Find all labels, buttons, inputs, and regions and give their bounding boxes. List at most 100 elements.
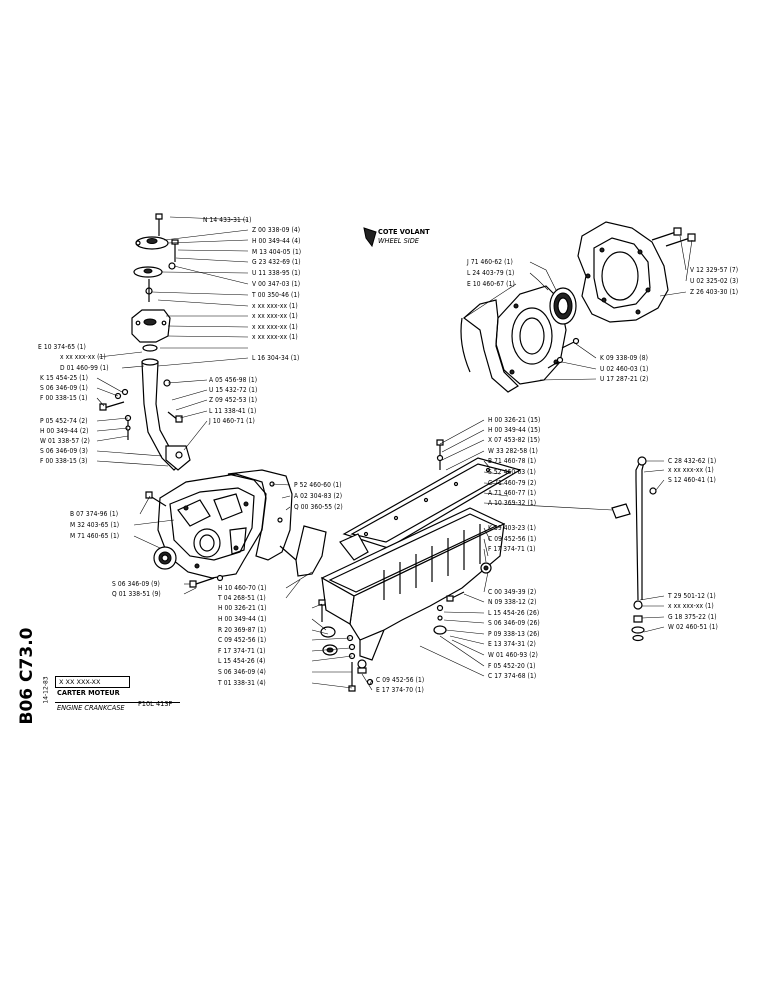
part-label: x xx xxx-xx (1) [60,353,106,361]
part-label: x xx xxx-xx (1) [252,333,298,341]
part-label: D 01 460-99 (1) [60,364,109,372]
leader-lines [97,217,692,690]
rear-seal-cover [461,286,579,392]
reference-box: X XX XXX-XX [55,676,130,688]
sheet-date-text: 14-12-83 [42,676,50,704]
part-label: S 06 346-09 (3) [40,447,88,455]
part-label: U 02 460-03 (1) [600,365,649,373]
part-label: L 24 403-79 (1) [467,269,515,277]
part-label: H 00 349-44 (4) [252,237,301,245]
part-label: K 09 338-09 (8) [600,354,648,362]
part-label: C 71 460-79 (2) [488,479,537,487]
part-label: E 13 374-31 (2) [488,640,536,648]
part-label: N 09 338-12 (2) [488,598,537,606]
dipstick-assembly [612,457,656,641]
part-label: W 33 282-58 (1) [488,447,538,455]
sheet-code: B06 C73.0 [12,628,42,725]
part-label: S 12 460-41 (1) [668,476,716,484]
part-label: H 00 349-44 (1) [218,615,267,623]
part-label: K 15 454-25 (1) [40,374,88,382]
part-label: J 71 460-62 (1) [467,258,513,266]
part-label: Q 00 360-55 (2) [294,503,343,511]
wheel-side-en: WHEEL SIDE [378,237,419,245]
part-label: x xx xxx-xx (1) [252,312,298,320]
part-label: J 10 460-71 (1) [209,417,255,425]
part-label: F 17 374-71 (1) [488,545,536,553]
part-label: Z 00 338-09 (4) [252,226,301,234]
part-label: E 10 374-65 (1) [38,343,86,351]
part-label: B 71 460-78 (1) [488,457,537,465]
part-label: P 09 338-13 (26) [488,630,540,638]
part-label: R 20 369-87 (1) [218,626,267,634]
part-label: x xx xxx-xx (1) [252,302,298,310]
part-label: T 00 350-46 (1) [252,291,300,299]
part-label: L 16 304-34 (1) [252,354,300,362]
flywheel-housing [578,222,695,322]
part-label: M 71 460-65 (1) [70,532,120,540]
part-label: M 32 403-65 (1) [70,521,120,529]
part-label: S 06 346-09 (4) [218,668,266,676]
part-label: E 17 374-70 (1) [376,686,424,694]
title-french: CARTER MOTEUR [57,689,120,697]
part-label: H 00 326-21 (15) [488,416,541,424]
wheel-side-fr: COTE VOLANT [378,228,430,236]
part-label: V 00 347-03 (1) [252,280,301,288]
part-label: S 52 460-63 (1) [488,468,536,476]
part-label: P 05 452-74 (2) [40,417,88,425]
part-label: Z 26 403-30 (1) [690,288,739,296]
part-label: T 04 268-51 (1) [218,594,266,602]
part-label: C 09 452-56 (1) [376,676,425,684]
part-label: S 06 346-09 (26) [488,619,540,627]
part-label: K 39 403-23 (1) [488,524,536,532]
sheet-code-text: B06 C73.0 [17,627,37,725]
part-label: W 01 338-57 (2) [40,437,90,445]
part-label: L 15 454-26 (26) [488,609,540,617]
part-label: F 17 374-71 (1) [218,647,266,655]
part-label: U 17 287-21 (2) [600,375,649,383]
part-label: H 00 326-21 (1) [218,604,267,612]
part-label: x xx xxx-xx (1) [668,466,714,474]
part-label: H 10 460-70 (1) [218,584,267,592]
part-label: G 18 375-22 (1) [668,613,717,621]
part-label: C 09 452-56 (1) [218,636,267,644]
sheet-date: 14-12-83 [40,670,52,710]
part-label: T 01 338-31 (4) [218,679,266,687]
part-label: Q 01 338-51 (9) [112,590,161,598]
part-label: S 06 346-09 (1) [40,384,88,392]
part-label: C 00 349-39 (2) [488,588,537,596]
part-label: A 10 369-32 (1) [488,499,537,507]
part-label: L 11 338-41 (1) [209,407,257,415]
part-label: B 07 374-96 (1) [70,510,119,518]
part-label: A 02 304-83 (2) [294,492,343,500]
part-label: X 07 453-82 (15) [488,436,541,444]
part-label: x xx xxx-xx (1) [668,602,714,610]
title-divider [55,702,180,703]
part-label: M 13 404-05 (1) [252,248,302,256]
part-label: C 28 432-62 (1) [668,457,717,465]
wheel-side-arrow-icon [364,228,376,246]
part-label: x xx xxx-xx (1) [252,323,298,331]
part-label: V 12 329-57 (7) [690,266,739,274]
part-label: C 17 374-68 (1) [488,672,537,680]
part-label: W 01 460-93 (2) [488,651,538,659]
part-label: F 00 338-15 (3) [40,457,88,465]
front-cover-housing [146,470,326,587]
part-label: F 05 452-20 (1) [488,662,536,670]
part-label: T 29 501-12 (1) [668,592,716,600]
title-english: ENGINE CRANKCASE [57,704,125,712]
part-label: G 23 432-69 (1) [252,258,301,266]
part-label: H 00 349-44 (15) [488,426,541,434]
part-label: U 02 325-02 (3) [690,277,739,285]
part-label: P 52 460-60 (1) [294,481,342,489]
part-label: H 00 349-44 (2) [40,427,89,435]
part-label: N 14 433-31 (1) [203,216,252,224]
part-label: C 09 452-56 (1) [488,535,537,543]
part-label: L 15 454-26 (4) [218,657,266,665]
part-label: A 71 460-77 (1) [488,489,537,497]
engine-model: F10L 413F [138,700,173,708]
part-label: F 00 338-15 (1) [40,394,88,402]
oil-pan [319,508,504,691]
part-label: A 05 456-98 (1) [209,376,258,384]
